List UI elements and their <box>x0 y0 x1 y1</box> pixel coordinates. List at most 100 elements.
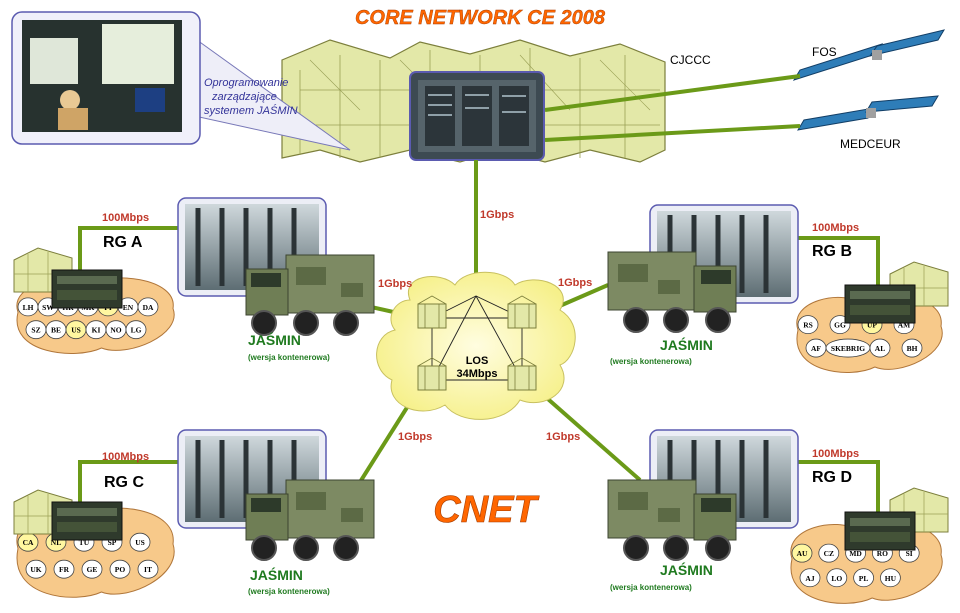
nation-code: DA <box>143 303 154 312</box>
rg-b-truck <box>607 251 737 333</box>
rg-c-jasmin-label: JAŚMIN <box>250 566 303 583</box>
rg-b-jasmin-sublabel: (wersja kontenerowa) <box>610 357 692 366</box>
nation-badge: CA <box>17 532 39 552</box>
nation-badge: US <box>65 320 87 340</box>
sat-link-medceur <box>544 124 801 142</box>
rg-a-truck <box>245 254 375 336</box>
nation-code: HU <box>885 574 897 583</box>
photo-caption-line1: Oprogramowanie <box>204 77 288 89</box>
nation-code: AF <box>811 344 821 353</box>
sat-link-fos <box>544 74 801 112</box>
nation-code: PO <box>115 565 126 574</box>
rg-a-link-label: 1Gbps <box>378 278 412 290</box>
core-rack-photo <box>409 71 545 161</box>
rg-c-uplink-line <box>78 460 178 505</box>
nation-badge: SKEBRIG <box>825 338 871 358</box>
nation-code: EN <box>123 303 134 312</box>
rg-b-link-label: 1Gbps <box>558 277 592 289</box>
cnet-label: CNET <box>433 489 539 531</box>
nation-code: BH <box>907 344 918 353</box>
nation-code: SKEBRIG <box>831 344 865 353</box>
nation-badge: BE <box>45 320 67 340</box>
satellite-medceur <box>797 95 939 131</box>
nation-code: AM <box>898 321 911 330</box>
nation-code: TU <box>79 538 90 547</box>
rg-a-name: RG A <box>103 234 143 251</box>
nation-code: LH <box>23 303 34 312</box>
rg-d-cloud-link <box>530 383 642 482</box>
nation-code: BE <box>51 326 61 335</box>
nation-badge: FR <box>53 559 75 579</box>
nation-badge: DA <box>137 297 159 317</box>
satellite-fos <box>792 29 946 81</box>
nation-code: LG <box>131 326 142 335</box>
satellite-medceur-label: MEDCEUR <box>840 137 901 151</box>
nation-code: US <box>71 326 81 335</box>
rg-b-uplink-line <box>795 236 880 285</box>
nation-code: US <box>135 538 145 547</box>
nation-code: CZ <box>824 549 834 558</box>
nation-badge: AJ <box>799 568 821 588</box>
rg-c-jasmin-sublabel: (wersja kontenerowa) <box>248 587 330 596</box>
cloud-node-tent <box>417 295 447 329</box>
rg-d-uplink-line <box>795 460 880 512</box>
nation-badge: US <box>129 532 151 552</box>
nation-code: MD <box>849 549 862 558</box>
nation-code: CA <box>23 538 34 547</box>
nation-code: KI <box>92 326 101 335</box>
core-trunk-label: 1Gbps <box>480 209 514 221</box>
rg-b-name: RG B <box>812 243 852 260</box>
photo-caption-line3: systemem JAŚMIN <box>204 104 298 117</box>
rg-c-uplink-label: 100Mbps <box>102 451 149 463</box>
nation-badge: AU <box>791 543 813 563</box>
nation-badge: SZ <box>25 320 47 340</box>
nation-badge: AF <box>805 338 827 358</box>
nation-code: SP <box>108 538 117 547</box>
nation-code: AU <box>797 549 808 558</box>
nation-badge: HU <box>880 568 901 588</box>
nation-badge: LO <box>826 568 848 588</box>
rg-d-truck <box>607 479 737 561</box>
nation-code: PL <box>859 574 869 583</box>
nation-badge: GE <box>81 559 103 579</box>
diagram-title: CORE NETWORK CE 2008 <box>355 7 606 29</box>
cloud-label-rate: 34Mbps <box>457 368 498 380</box>
cloud-node-tent <box>417 357 447 391</box>
rg-d-name: RG D <box>812 469 852 486</box>
rg-a-radio-equipment <box>51 269 123 309</box>
photo-caption: Oprogramowanie zarządzające systemem JAŚ… <box>204 77 298 117</box>
los-cloud <box>376 271 576 420</box>
nation-code: UK <box>30 565 41 574</box>
nation-badge: RS <box>797 315 819 335</box>
cjccc-label: CJCCC <box>670 53 711 67</box>
rg-d-uplink-label: 100Mbps <box>812 448 859 460</box>
nation-code: GE <box>87 565 98 574</box>
rg-b-uplink-label: 100Mbps <box>812 222 859 234</box>
rg-c-link-label: 1Gbps <box>398 431 432 443</box>
nation-code: LO <box>831 574 842 583</box>
cloud-label-los: LOS <box>466 355 489 367</box>
rg-a-jasmin-label: JAŚMIN <box>248 331 301 348</box>
nation-badge: PL <box>853 568 874 588</box>
nation-code: GG <box>834 321 846 330</box>
cloud-node-tent <box>507 357 537 391</box>
nation-badge: CZ <box>818 543 840 563</box>
rg-b-radio-equipment <box>844 284 916 324</box>
operator-photo-callout <box>11 11 351 151</box>
rg-d-link-label: 1Gbps <box>546 431 580 443</box>
nation-badge: KI <box>85 320 107 340</box>
rg-a-uplink-line <box>78 226 178 272</box>
nation-badge: PO <box>109 559 131 579</box>
nation-code: AL <box>875 344 885 353</box>
rg-b-jasmin-label: JAŚMIN <box>660 336 713 353</box>
nation-code: SZ <box>31 326 40 335</box>
nation-badge: LH <box>17 297 39 317</box>
photo-caption-line2: zarządzające <box>211 91 277 103</box>
rg-c-radio-equipment <box>51 501 123 541</box>
cloud-node-tent <box>507 295 537 329</box>
nation-code: FR <box>59 565 70 574</box>
